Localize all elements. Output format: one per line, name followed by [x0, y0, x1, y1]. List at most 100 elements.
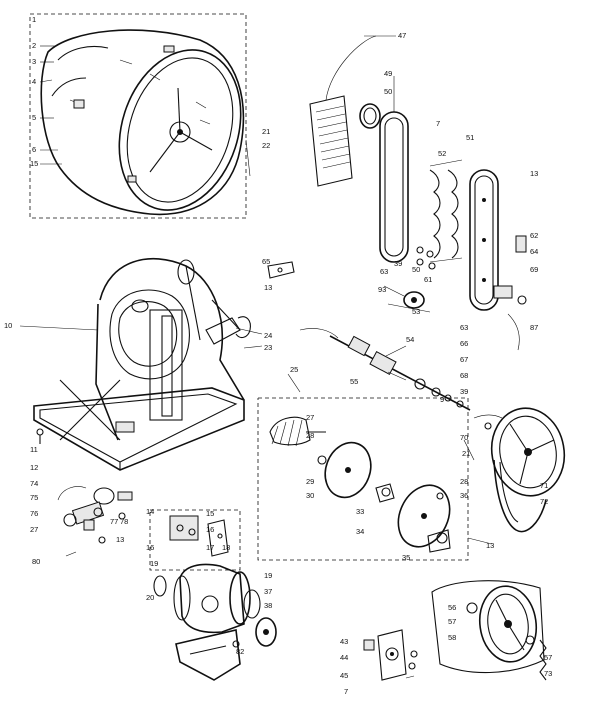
- clip-24: [235, 316, 251, 339]
- part-label: 52: [438, 149, 446, 158]
- part-label: 53: [412, 307, 420, 316]
- part-label: 47: [398, 31, 406, 40]
- part-label: 50: [412, 265, 420, 274]
- heater-coil-52: [429, 159, 463, 263]
- part-label: 22: [262, 141, 270, 150]
- part-label: 74: [30, 479, 38, 488]
- part-label: 21: [262, 127, 270, 136]
- belt-loop-51: [469, 169, 499, 311]
- part-label: 5: [32, 113, 36, 122]
- part-label: 13: [486, 541, 494, 550]
- part-label: 36: [460, 491, 468, 500]
- part-label: 29: [306, 477, 314, 486]
- shaft-assembly: [299, 328, 471, 411]
- part-label: 44: [340, 653, 348, 662]
- part-label: 54: [406, 335, 414, 344]
- part-label: 49: [384, 69, 392, 78]
- part-label: 17: [206, 543, 214, 552]
- part-label: 70: [460, 433, 468, 442]
- part-label: 61: [424, 275, 432, 284]
- part-label: 13: [530, 169, 538, 178]
- part-label: 6: [32, 145, 36, 154]
- part-label: 51: [466, 133, 474, 142]
- bearing-63: [383, 285, 431, 313]
- bracket-65: [267, 261, 295, 279]
- part-label: 21: [462, 449, 470, 458]
- part-label: 14: [146, 507, 154, 516]
- switch-bracket: [363, 629, 418, 681]
- part-label: 2: [32, 41, 36, 50]
- part-label: 50: [384, 87, 392, 96]
- part-label: 45: [340, 671, 348, 680]
- part-label: 3: [32, 57, 36, 66]
- part-label: 11: [30, 445, 38, 454]
- part-label: 24: [264, 331, 272, 340]
- part-label: 55: [350, 377, 358, 386]
- part-label: 67: [460, 355, 468, 364]
- part-label: 16: [206, 525, 214, 534]
- part-labels: 1 2 3 4 5 6 15 47 49 50 7 51 52 13 21 22…: [4, 15, 552, 696]
- part-label: 76: [30, 509, 38, 518]
- leader-lines: [19, 35, 493, 545]
- part-label: 39: [394, 259, 402, 268]
- part-label: 87: [530, 323, 538, 332]
- part-label: 72: [540, 497, 548, 506]
- part-label: 73: [544, 669, 552, 678]
- part-label: 27: [30, 525, 38, 534]
- part-label: 66: [460, 339, 468, 348]
- part-label: 1: [32, 15, 36, 24]
- part-label: 38: [264, 601, 272, 610]
- part-label: 57: [544, 653, 552, 662]
- part-label: 33: [356, 507, 364, 516]
- part-label: 68: [460, 371, 468, 380]
- part-label: 77: [110, 517, 118, 526]
- motor-group: [149, 509, 277, 681]
- part-label: 9: [440, 395, 444, 404]
- small-hardware-cluster: [416, 235, 527, 351]
- part-label: 75: [30, 493, 38, 502]
- blower-group: [257, 397, 469, 561]
- part-label: 43: [340, 637, 348, 646]
- part-label: 71: [540, 481, 548, 490]
- part-label: 28: [460, 477, 468, 486]
- part-label: 15: [30, 159, 38, 168]
- part-label: 28: [306, 431, 314, 440]
- part-label: 19: [264, 571, 272, 580]
- part-label: 7: [344, 687, 348, 696]
- part-label: 63: [380, 267, 388, 276]
- part-label: 64: [530, 247, 538, 256]
- part-label: 69: [530, 265, 538, 274]
- drum-assembly: [29, 13, 247, 219]
- part-label: 80: [32, 557, 40, 566]
- part-label: 20: [146, 593, 154, 602]
- belt-loop-49: [379, 76, 409, 263]
- part-label: 65: [262, 257, 270, 266]
- part-label: 23: [264, 343, 272, 352]
- idler-pulley: [431, 580, 547, 681]
- part-label: 62: [530, 231, 538, 240]
- heater-panel: [309, 35, 377, 187]
- part-label: 18: [222, 543, 230, 552]
- left-small-parts: [57, 486, 133, 557]
- part-label: 15: [206, 509, 214, 518]
- drum-pulley: [473, 407, 566, 533]
- part-label: 13: [264, 283, 272, 292]
- part-label: 4: [32, 77, 36, 86]
- part-label: 27: [306, 413, 314, 422]
- part-label: 93: [378, 285, 386, 294]
- part-label: 30: [306, 491, 314, 500]
- part-label: 82: [236, 647, 244, 656]
- part-label: 37: [264, 587, 272, 596]
- part-label: 57: [448, 617, 456, 626]
- part-label: 63: [460, 323, 468, 332]
- part-label: 10: [4, 321, 12, 330]
- part-label: 13: [116, 535, 124, 544]
- part-label: 56: [448, 603, 456, 612]
- part-label: 7: [436, 119, 440, 128]
- part-label: 58: [448, 633, 456, 642]
- part-label: 34: [356, 527, 364, 536]
- part-label: 25: [290, 365, 298, 374]
- part-label: 19: [150, 559, 158, 568]
